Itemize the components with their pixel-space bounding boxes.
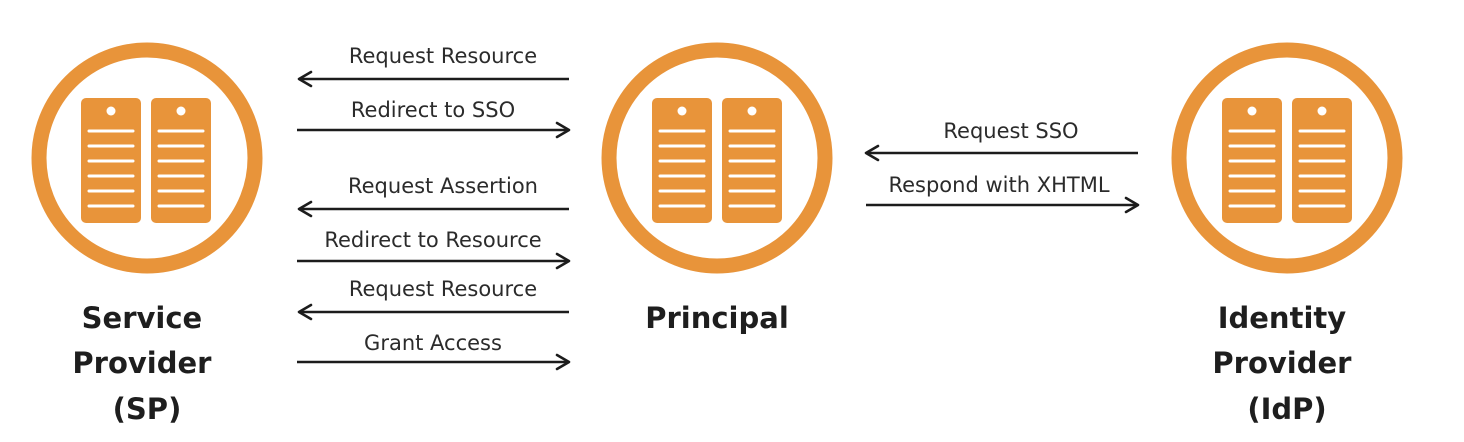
service-provider-ring (31, 42, 263, 274)
arrow-right-icon (555, 252, 571, 270)
message-label: Grant Access (364, 331, 502, 355)
message-arrow: Request Assertion (297, 174, 569, 218)
message-label: Request Resource (349, 44, 537, 68)
principal-ring (601, 42, 833, 274)
identity-provider-ring (1171, 42, 1403, 274)
message-arrow: Request Resource (297, 277, 569, 321)
identity-provider-label-line: Provider (1212, 346, 1352, 380)
message-arrow: Respond with XHTML (866, 173, 1140, 214)
arrow-right-icon (555, 353, 571, 371)
principal-label: Principal (645, 301, 789, 335)
message-label: Request SSO (943, 119, 1078, 143)
sp-principal-messages: Request Resource Redirect to SSO Request… (297, 44, 571, 371)
service-provider-label-line: Provider (72, 346, 212, 380)
message-arrow: Redirect to SSO (297, 98, 571, 139)
principal-idp-messages: Request SSO Respond with XHTML (864, 119, 1140, 214)
arrow-left-icon (864, 144, 880, 162)
identity-provider-label-line: Identity (1218, 301, 1347, 335)
message-label: Redirect to Resource (324, 228, 541, 252)
arrow-left-icon (297, 303, 313, 321)
server-icon (652, 98, 782, 223)
server-icon (81, 98, 211, 223)
service-provider-node: Service Provider (SP) (31, 42, 263, 426)
arrow-left-icon (297, 70, 313, 88)
message-label: Request Assertion (348, 174, 538, 198)
message-arrow: Grant Access (297, 331, 571, 371)
identity-provider-label: Identity Provider (IdP) (1212, 301, 1361, 426)
principal-label-line: Principal (645, 301, 789, 335)
message-label: Respond with XHTML (888, 173, 1109, 197)
service-provider-label-line: Service (82, 301, 203, 335)
message-arrow: Request Resource (297, 44, 569, 88)
principal-node: Principal (601, 42, 833, 335)
identity-provider-node: Identity Provider (IdP) (1171, 42, 1403, 426)
server-icon (1222, 98, 1352, 223)
message-arrow: Redirect to Resource (297, 228, 571, 270)
message-label: Request Resource (349, 277, 537, 301)
arrow-right-icon (1124, 196, 1140, 214)
service-provider-label: Service Provider (SP) (72, 301, 221, 426)
arrow-right-icon (555, 121, 571, 139)
arrow-left-icon (297, 200, 313, 218)
message-arrow: Request SSO (864, 119, 1138, 162)
message-label: Redirect to SSO (351, 98, 515, 122)
service-provider-label-line: (SP) (113, 392, 182, 426)
identity-provider-label-line: (IdP) (1247, 392, 1326, 426)
